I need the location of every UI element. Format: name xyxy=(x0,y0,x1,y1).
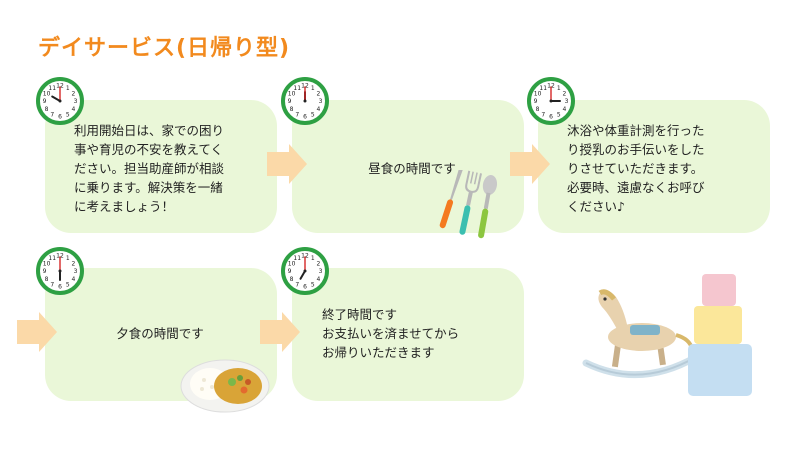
svg-text:3: 3 xyxy=(565,98,569,105)
svg-text:2: 2 xyxy=(563,90,567,97)
svg-text:6: 6 xyxy=(58,284,62,291)
step-card-5 xyxy=(292,268,524,401)
svg-text:9: 9 xyxy=(43,98,47,105)
svg-text:3: 3 xyxy=(74,98,78,105)
svg-text:4: 4 xyxy=(72,106,76,113)
step-2-text: 昼食の時間です xyxy=(368,161,456,176)
step-card-1 xyxy=(45,100,277,233)
svg-text:9: 9 xyxy=(43,268,47,275)
arrow-right-icon xyxy=(17,312,57,352)
svg-text:11: 11 xyxy=(48,85,56,92)
svg-text:12: 12 xyxy=(301,253,309,260)
svg-text:7: 7 xyxy=(295,282,299,289)
svg-text:6: 6 xyxy=(303,114,307,121)
step-card-3 xyxy=(538,100,770,233)
toy-blocks-icon xyxy=(688,274,752,396)
svg-text:7: 7 xyxy=(541,112,545,119)
svg-text:8: 8 xyxy=(290,276,294,283)
svg-text:6: 6 xyxy=(58,114,62,121)
arrow-right-icon xyxy=(510,144,550,184)
svg-text:10: 10 xyxy=(288,90,296,97)
svg-text:8: 8 xyxy=(45,106,49,113)
svg-text:11: 11 xyxy=(539,85,547,92)
arrow-right-icon xyxy=(267,144,307,184)
svg-text:11: 11 xyxy=(293,255,301,262)
svg-text:10: 10 xyxy=(288,260,296,267)
svg-text:4: 4 xyxy=(72,276,76,283)
svg-text:7: 7 xyxy=(50,282,54,289)
svg-text:1: 1 xyxy=(311,85,315,92)
cutlery-icon xyxy=(439,170,498,239)
svg-text:7: 7 xyxy=(295,112,299,119)
svg-text:12: 12 xyxy=(547,83,555,90)
svg-text:2: 2 xyxy=(317,90,321,97)
svg-text:3: 3 xyxy=(319,268,323,275)
step-4-text: 夕食の時間です xyxy=(116,326,204,341)
svg-text:9: 9 xyxy=(288,268,292,275)
svg-text:6: 6 xyxy=(549,114,553,121)
page-title: デイサービス(日帰り型) xyxy=(38,36,291,61)
svg-text:8: 8 xyxy=(536,106,540,113)
svg-text:10: 10 xyxy=(43,260,51,267)
svg-text:4: 4 xyxy=(563,106,567,113)
svg-text:5: 5 xyxy=(66,282,70,289)
svg-text:1: 1 xyxy=(557,85,561,92)
svg-text:7: 7 xyxy=(50,112,54,119)
curry-rice-icon xyxy=(180,359,270,413)
svg-text:5: 5 xyxy=(66,112,70,119)
step-5-text: 終了時間です お支払いを済ませてから お帰りいただきます xyxy=(322,307,460,360)
svg-text:12: 12 xyxy=(56,253,64,260)
svg-text:4: 4 xyxy=(317,106,321,113)
svg-text:12: 12 xyxy=(56,83,64,90)
svg-text:6: 6 xyxy=(303,284,307,291)
svg-text:8: 8 xyxy=(290,106,294,113)
svg-text:11: 11 xyxy=(48,255,56,262)
step-1-text: 利用開始日は、家での困り 事や育児の不安を教えてく ださい。担当助産師が相談 に… xyxy=(74,123,225,214)
svg-text:9: 9 xyxy=(288,98,292,105)
svg-text:10: 10 xyxy=(534,90,542,97)
svg-text:3: 3 xyxy=(319,98,323,105)
svg-text:5: 5 xyxy=(311,112,315,119)
svg-text:10: 10 xyxy=(43,90,51,97)
svg-text:2: 2 xyxy=(317,260,321,267)
arrow-right-icon xyxy=(260,312,300,352)
step-3-text: 沐浴や体重計測を行った り授乳のお手伝いをした りさせていただきます。 必要時、… xyxy=(567,123,705,214)
svg-text:2: 2 xyxy=(72,260,76,267)
svg-text:1: 1 xyxy=(66,255,70,262)
svg-text:8: 8 xyxy=(45,276,49,283)
svg-text:12: 12 xyxy=(301,83,309,90)
svg-text:5: 5 xyxy=(557,112,561,119)
svg-text:5: 5 xyxy=(311,282,315,289)
svg-text:1: 1 xyxy=(311,255,315,262)
svg-text:1: 1 xyxy=(66,85,70,92)
rocking-horse-icon xyxy=(582,289,700,379)
svg-text:9: 9 xyxy=(534,98,538,105)
svg-text:2: 2 xyxy=(72,90,76,97)
svg-text:3: 3 xyxy=(74,268,78,275)
svg-text:4: 4 xyxy=(317,276,321,283)
svg-text:11: 11 xyxy=(293,85,301,92)
